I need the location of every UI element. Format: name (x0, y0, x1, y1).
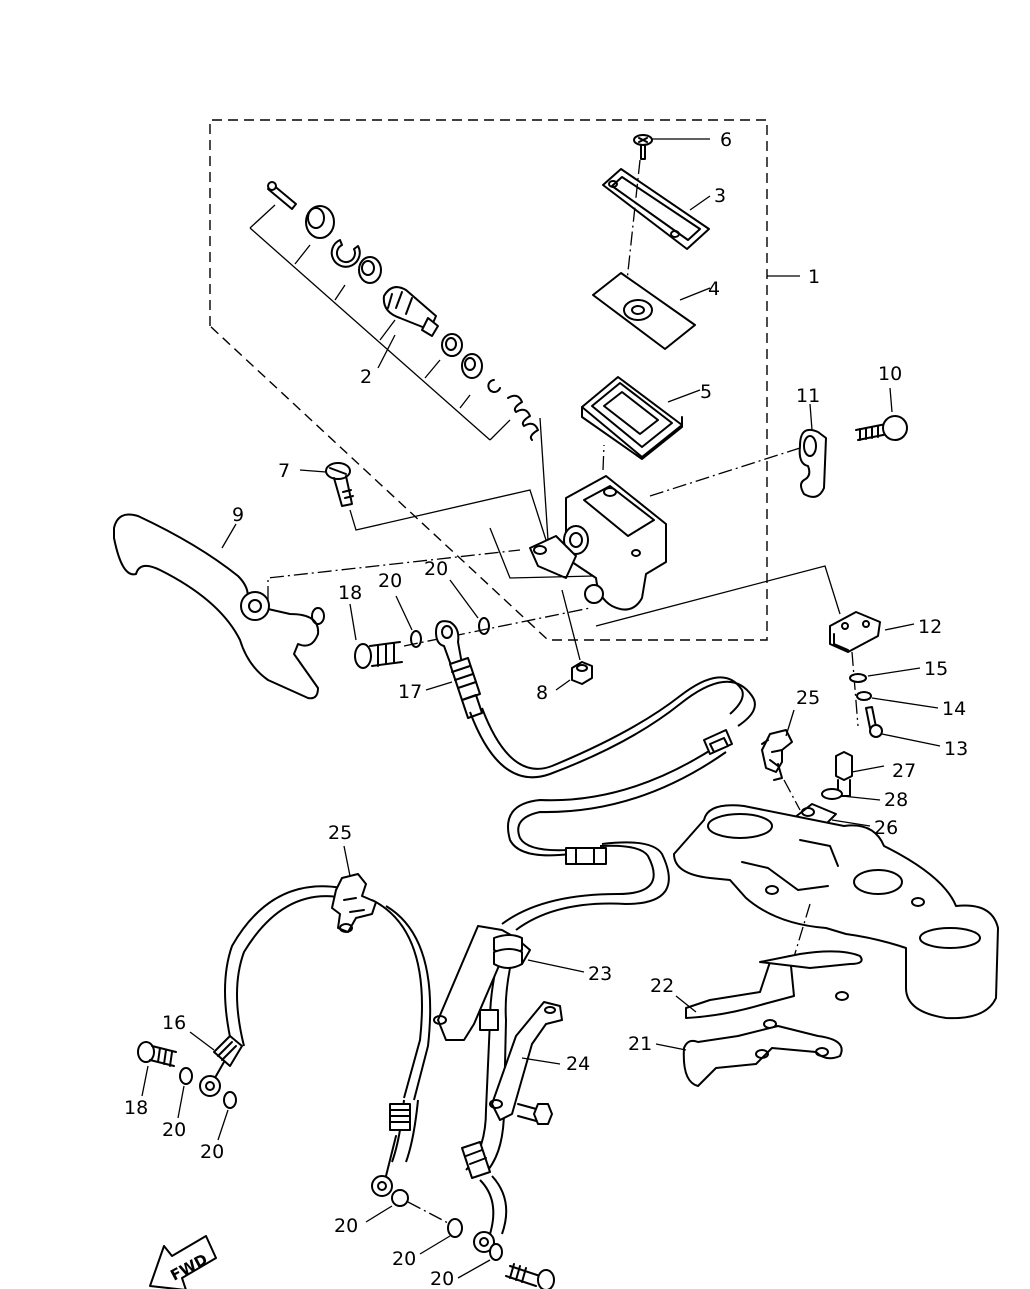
assembly-boundary (209, 119, 800, 641)
callout-8: 8 (536, 682, 548, 704)
washer-lower-a (177, 1067, 193, 1119)
hose-bracket-21 (655, 1025, 843, 1087)
callout-10: 10 (878, 363, 902, 385)
o-ring (441, 333, 463, 357)
piston (382, 286, 439, 337)
callout-21: 21 (628, 1033, 652, 1055)
small-clip (487, 379, 501, 393)
lever-pivot-bolt (299, 462, 547, 541)
banjo-bolt-lower (137, 1041, 177, 1097)
reservoir-cap (602, 159, 711, 291)
callout-20-d: 20 (200, 1141, 224, 1163)
reservoir-cap-screw (633, 134, 710, 160)
callout-14: 14 (942, 698, 966, 720)
callout-15: 15 (924, 658, 948, 680)
callout-27: 27 (892, 760, 916, 782)
callout-17: 17 (398, 681, 422, 703)
brake-light-switch (595, 565, 915, 727)
callout-1: 1 (808, 266, 820, 288)
diaphragm (581, 376, 701, 460)
callout-7: 7 (278, 460, 290, 482)
callout-labels: 1 2 3 4 5 6 7 8 9 10 11 12 13 14 15 16 1… (124, 129, 968, 1289)
callout-26: 26 (874, 817, 898, 839)
washer-lower-c (365, 1189, 451, 1225)
brake-lever (113, 513, 325, 700)
callout-20-a: 20 (378, 570, 402, 592)
circlip (330, 239, 361, 268)
callout-2: 2 (360, 366, 372, 388)
callout-20-e: 20 (334, 1215, 358, 1237)
handlebar-clamp (798, 403, 827, 498)
master-cylinder-body (529, 417, 667, 611)
callout-4: 4 (708, 278, 720, 300)
callout-16: 16 (162, 1012, 186, 1034)
fwd-arrow-icon: FWD (149, 1235, 217, 1289)
banjo-bolt-bottom (505, 1263, 555, 1289)
callout-12: 12 (918, 616, 942, 638)
bolt-27 (835, 751, 885, 797)
cup-seal (461, 353, 483, 379)
callout-25-upper: 25 (796, 687, 820, 709)
callout-5: 5 (700, 381, 712, 403)
brake-hose-middle (507, 729, 733, 865)
dust-boot (305, 205, 335, 239)
callout-25-lower: 25 (328, 822, 352, 844)
callout-6: 6 (720, 129, 732, 151)
pushrod (267, 181, 297, 210)
callout-9: 9 (232, 504, 244, 526)
washer-28 (821, 788, 881, 801)
banjo-bolt-upper (349, 603, 403, 669)
callout-22: 22 (650, 975, 674, 997)
callout-20-g: 20 (430, 1268, 454, 1289)
washer-upper-a (395, 595, 422, 648)
callout-20-c: 20 (162, 1119, 186, 1141)
washer-lower-b (217, 1091, 237, 1141)
callout-13: 13 (944, 738, 968, 760)
brake-hose-lower-16 (189, 885, 432, 1101)
clamp-bolt (855, 387, 908, 441)
lever-pivot-nut (555, 589, 593, 691)
washer-lower-d (419, 1218, 463, 1255)
callout-28: 28 (884, 789, 908, 811)
callout-24: 24 (566, 1053, 590, 1075)
callout-23: 23 (588, 963, 612, 985)
callout-18-lower: 18 (124, 1097, 148, 1119)
callout-3: 3 (714, 185, 726, 207)
switch-washer-15 (849, 667, 921, 683)
callout-11: 11 (796, 385, 820, 407)
brake-hose-lower-right-b (461, 1141, 508, 1253)
seal (358, 256, 382, 284)
callout-18-upper: 18 (338, 582, 362, 604)
hose-bracket-22 (675, 950, 863, 1029)
diaphragm-plate (592, 272, 711, 350)
switch-washer-14 (856, 691, 939, 709)
washer-lower-e (457, 1243, 503, 1279)
hose-holder-upper (761, 709, 801, 811)
brake-hose-lower-right (371, 1099, 419, 1197)
brake-hose-upper (425, 620, 756, 779)
switch-screw (865, 706, 941, 747)
hose-bracket-24 (489, 1001, 563, 1125)
hose-holder-lower (331, 845, 377, 933)
lower-triple-clamp (673, 804, 999, 1020)
hose-guide-23 (433, 841, 670, 1171)
piston-kit (249, 181, 539, 441)
callout-20-f: 20 (392, 1248, 416, 1270)
spring (507, 394, 539, 441)
callout-20-b: 20 (424, 558, 448, 580)
